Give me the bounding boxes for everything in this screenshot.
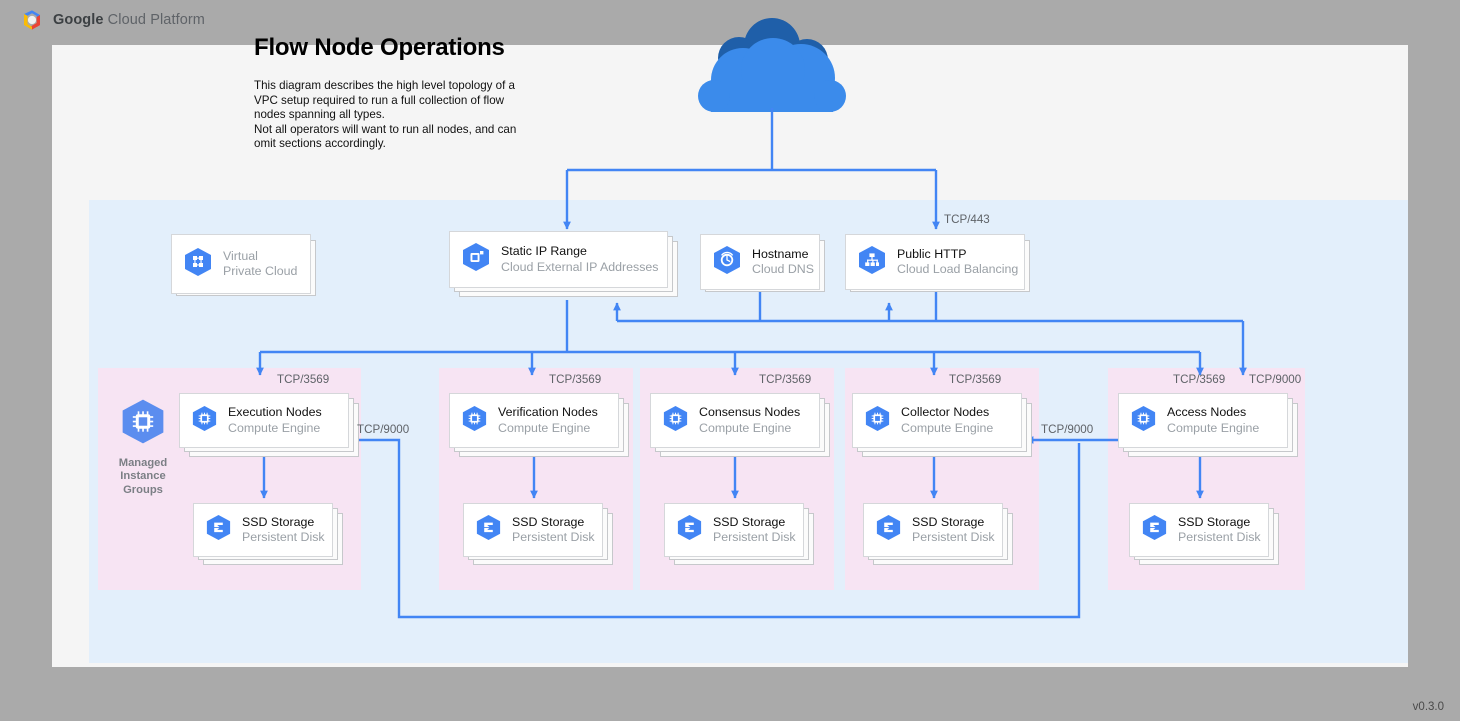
- mig-label-line-1: Managed: [118, 457, 168, 469]
- card-access-nodes[interactable]: Access Nodes Compute Engine: [1118, 393, 1288, 448]
- card-collector-nodes[interactable]: Collector Nodes Compute Engine: [852, 393, 1022, 448]
- vpc-card-subtitle: Private Cloud: [223, 264, 298, 278]
- external-ip-icon: [462, 242, 490, 277]
- virtual-private-cloud-icon: [184, 247, 212, 282]
- access-node-subtitle: Compute Engine: [1167, 420, 1260, 435]
- card-execution-disk[interactable]: SSD Storage Persistent Disk: [193, 503, 333, 557]
- compute-engine-icon: [462, 405, 487, 437]
- vpc-card-title: Virtual: [223, 248, 258, 263]
- mig-label-line-2: Instance: [120, 470, 166, 483]
- managed-instance-groups: Managed Instance Groups: [113, 398, 173, 497]
- card-hostname[interactable]: Hostname Cloud DNS: [700, 234, 820, 290]
- consensus-node-title: Consensus Nodes: [699, 405, 801, 420]
- public-http-card-title: Public HTTP: [897, 246, 967, 261]
- card-verification-nodes[interactable]: Verification Nodes Compute Engine: [449, 393, 619, 448]
- managed-instance-groups-label: Managed Instance Groups: [119, 457, 168, 497]
- collector-disk-subtitle: Persistent Disk: [912, 530, 995, 544]
- persistent-disk-icon: [677, 514, 702, 546]
- version-label: v0.3.0: [1412, 701, 1444, 713]
- desc-line-3: nodes spanning all types.: [254, 108, 385, 122]
- execution-disk-title: SSD Storage: [242, 514, 315, 529]
- card-consensus-nodes[interactable]: Consensus Nodes Compute Engine: [650, 393, 820, 448]
- static-ip-card-title: Static IP Range: [501, 244, 587, 259]
- gcp-brand-label: Google Cloud Platform: [53, 12, 205, 28]
- mig-label-line-3: Groups: [123, 483, 163, 496]
- cloud-icon: [681, 18, 863, 113]
- execution-node-subtitle: Compute Engine: [228, 420, 321, 435]
- collector-disk-title: SSD Storage: [912, 514, 985, 529]
- hostname-card-subtitle: Cloud DNS: [752, 262, 814, 276]
- cloud-dns-icon: [713, 245, 741, 280]
- persistent-disk-icon: [876, 514, 901, 546]
- card-execution-nodes[interactable]: Execution Nodes Compute Engine: [179, 393, 349, 448]
- public-http-card-subtitle: Cloud Load Balancing: [897, 262, 1019, 276]
- execution-node-title: Execution Nodes: [228, 405, 322, 420]
- desc-line-4: Not all operators will want to run all n…: [254, 122, 517, 136]
- desc-line-2: VPC setup required to run a full collect…: [254, 93, 505, 107]
- gcp-header: Google Cloud Platform: [20, 8, 205, 32]
- cloud-load-balancing-icon: [858, 245, 886, 280]
- persistent-disk-icon: [1142, 514, 1167, 546]
- verification-disk-title: SSD Storage: [512, 514, 585, 529]
- port-label-verification-3569: TCP/3569: [549, 373, 602, 386]
- consensus-disk-title: SSD Storage: [713, 514, 786, 529]
- static-ip-card-subtitle: Cloud External IP Addresses: [501, 259, 659, 274]
- port-label-access-to-collector: TCP/9000: [1041, 423, 1094, 436]
- gcp-brand-rest: Cloud Platform: [103, 12, 205, 28]
- page-title: Flow Node Operations: [254, 34, 505, 61]
- compute-engine-icon: [865, 405, 890, 437]
- access-disk-title: SSD Storage: [1178, 514, 1251, 529]
- card-verification-disk[interactable]: SSD Storage Persistent Disk: [463, 503, 603, 557]
- persistent-disk-icon: [206, 514, 231, 546]
- desc-line-5: omit sections accordingly.: [254, 137, 386, 151]
- access-node-title: Access Nodes: [1167, 405, 1247, 420]
- verification-node-subtitle: Compute Engine: [498, 420, 591, 435]
- hostname-card-title: Hostname: [752, 246, 809, 261]
- compute-engine-icon: [192, 405, 217, 437]
- compute-engine-icon: [121, 398, 165, 450]
- port-label-access-9000: TCP/9000: [1249, 373, 1302, 386]
- card-access-disk[interactable]: SSD Storage Persistent Disk: [1129, 503, 1269, 557]
- verification-node-title: Verification Nodes: [498, 405, 598, 420]
- card-virtual-private-cloud[interactable]: Virtual Private Cloud: [171, 234, 311, 294]
- port-label-collector-3569: TCP/3569: [949, 373, 1002, 386]
- card-collector-disk[interactable]: SSD Storage Persistent Disk: [863, 503, 1003, 557]
- verification-disk-subtitle: Persistent Disk: [512, 530, 595, 544]
- card-public-http[interactable]: Public HTTP Cloud Load Balancing: [845, 234, 1025, 290]
- execution-disk-subtitle: Persistent Disk: [242, 530, 325, 544]
- collector-node-title: Collector Nodes: [901, 405, 990, 420]
- card-static-ip-range[interactable]: Static IP Range Cloud External IP Addres…: [449, 231, 668, 288]
- compute-engine-icon: [1131, 405, 1156, 437]
- desc-line-1: This diagram describes the high level to…: [254, 79, 516, 92]
- consensus-node-subtitle: Compute Engine: [699, 420, 792, 435]
- port-label-tcp443: TCP/443: [944, 213, 990, 226]
- collector-node-subtitle: Compute Engine: [901, 420, 994, 435]
- port-label-access-3569: TCP/3569: [1173, 373, 1226, 386]
- port-label-execution-3569: TCP/3569: [277, 373, 330, 386]
- consensus-disk-subtitle: Persistent Disk: [713, 530, 796, 544]
- port-label-access-to-execution: TCP/9000: [357, 423, 410, 436]
- gcp-brand-bold: Google: [53, 12, 104, 28]
- port-label-consensus-3569: TCP/3569: [759, 373, 812, 386]
- persistent-disk-icon: [476, 514, 501, 546]
- card-consensus-disk[interactable]: SSD Storage Persistent Disk: [664, 503, 804, 557]
- access-disk-subtitle: Persistent Disk: [1178, 530, 1261, 544]
- diagram-description: This diagram describes the high level to…: [254, 79, 544, 152]
- google-cloud-platform-logo-icon: [20, 8, 44, 32]
- compute-engine-icon: [663, 405, 688, 437]
